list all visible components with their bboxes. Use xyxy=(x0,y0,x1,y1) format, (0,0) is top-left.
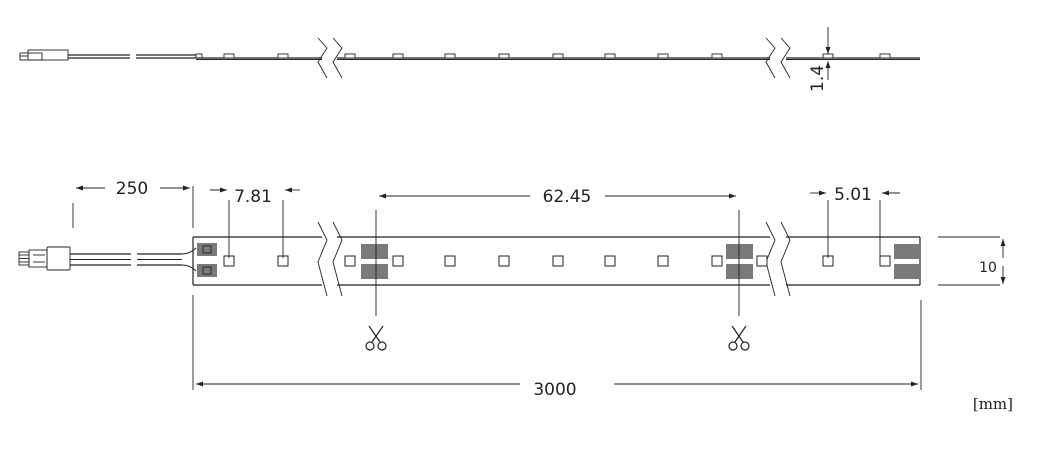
height-label: 1.4 xyxy=(808,65,828,92)
side-led-chip xyxy=(657,53,669,59)
lead-length-dimension: 250 xyxy=(76,179,190,199)
top-leds xyxy=(223,255,891,267)
top-view: 250 7.81 62.45 5.01 10 xyxy=(18,179,1006,400)
side-led-chip xyxy=(552,53,564,59)
led-chip xyxy=(879,255,891,267)
side-led-chip xyxy=(344,53,356,59)
side-led-chip xyxy=(277,53,289,59)
side-led-chip xyxy=(392,53,404,59)
end-offset-dimension: 5.01 xyxy=(810,185,900,205)
led-chip xyxy=(657,255,669,267)
led-chip xyxy=(711,255,723,267)
cut-pads-2 xyxy=(726,244,753,279)
scissors-icon xyxy=(365,325,387,351)
total-length-label: 3000 xyxy=(533,380,576,400)
lead-length-label: 250 xyxy=(116,179,148,199)
side-led-chip xyxy=(223,53,235,59)
break-mark xyxy=(317,221,328,297)
solder-pads-start xyxy=(197,243,217,277)
side-view: 1.4 xyxy=(19,27,920,92)
side-leds xyxy=(223,53,891,59)
led-chip xyxy=(604,255,616,267)
side-led-chip xyxy=(498,53,510,59)
led-chip xyxy=(498,255,510,267)
height-dimension: 1.4 xyxy=(808,27,831,92)
scissors-icon xyxy=(728,325,750,351)
led-chip xyxy=(444,255,456,267)
side-led-chip xyxy=(822,53,834,59)
end-offset-label: 5.01 xyxy=(834,185,872,205)
side-led-chip xyxy=(879,53,891,59)
unit-label: [mm] xyxy=(973,395,1013,413)
side-led-chip xyxy=(604,53,616,59)
side-led-chip xyxy=(444,53,456,59)
width-dimension: 10 xyxy=(979,239,1006,284)
side-led-chip xyxy=(711,53,723,59)
cut-pads-1 xyxy=(361,244,388,279)
cut-interval-label: 62.45 xyxy=(543,187,592,207)
cut-interval-dimension: 62.45 xyxy=(379,187,736,207)
led-chip xyxy=(552,255,564,267)
strip-outline xyxy=(192,236,322,286)
led-offset-dimension: 7.81 xyxy=(210,187,300,207)
led-chip xyxy=(344,255,356,267)
top-connector xyxy=(18,246,71,271)
total-length-dimension: 3000 xyxy=(196,380,918,400)
width-label: 10 xyxy=(979,260,997,276)
led-offset-label: 7.81 xyxy=(234,187,272,207)
led-chip xyxy=(756,255,768,267)
side-connector xyxy=(19,49,69,61)
solder-pads-end xyxy=(894,244,921,279)
led-chip xyxy=(392,255,404,267)
